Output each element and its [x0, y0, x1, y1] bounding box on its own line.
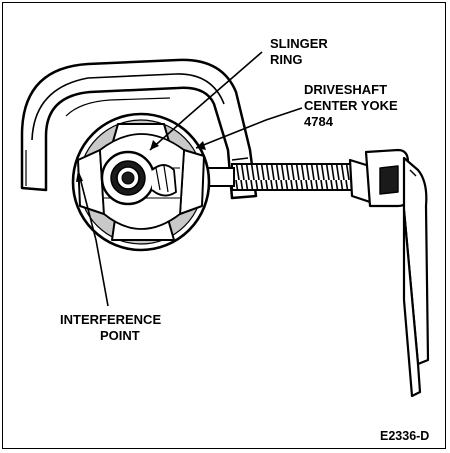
ratchet-handle [348, 148, 430, 398]
forcing-screw [203, 163, 353, 191]
label-center-yoke-line1: DRIVESHAFT [304, 82, 387, 97]
label-interference-point: INTERFERENCE POINT [60, 312, 165, 343]
label-driveshaft-center-yoke: DRIVESHAFT CENTER YOKE 4784 [304, 82, 401, 129]
leader-arrowheads [76, 140, 206, 182]
leader-slinger-ring [149, 51, 263, 151]
leader-lines [77, 51, 303, 307]
label-center-yoke-line3: 4784 [304, 114, 334, 129]
label-slinger-ring: SLINGER RING [270, 36, 331, 67]
leader-interference-point [77, 169, 109, 307]
figure-code: E2336-D [380, 429, 429, 443]
label-interference-line1: INTERFERENCE [60, 312, 161, 327]
leader-center-yoke [195, 107, 303, 149]
label-interference-line2: POINT [100, 328, 140, 343]
label-center-yoke-line2: CENTER YOKE [304, 98, 398, 113]
label-slinger-ring-line2: RING [270, 52, 303, 67]
label-slinger-ring-line1: SLINGER [270, 36, 328, 51]
slinger-ring [100, 150, 177, 206]
